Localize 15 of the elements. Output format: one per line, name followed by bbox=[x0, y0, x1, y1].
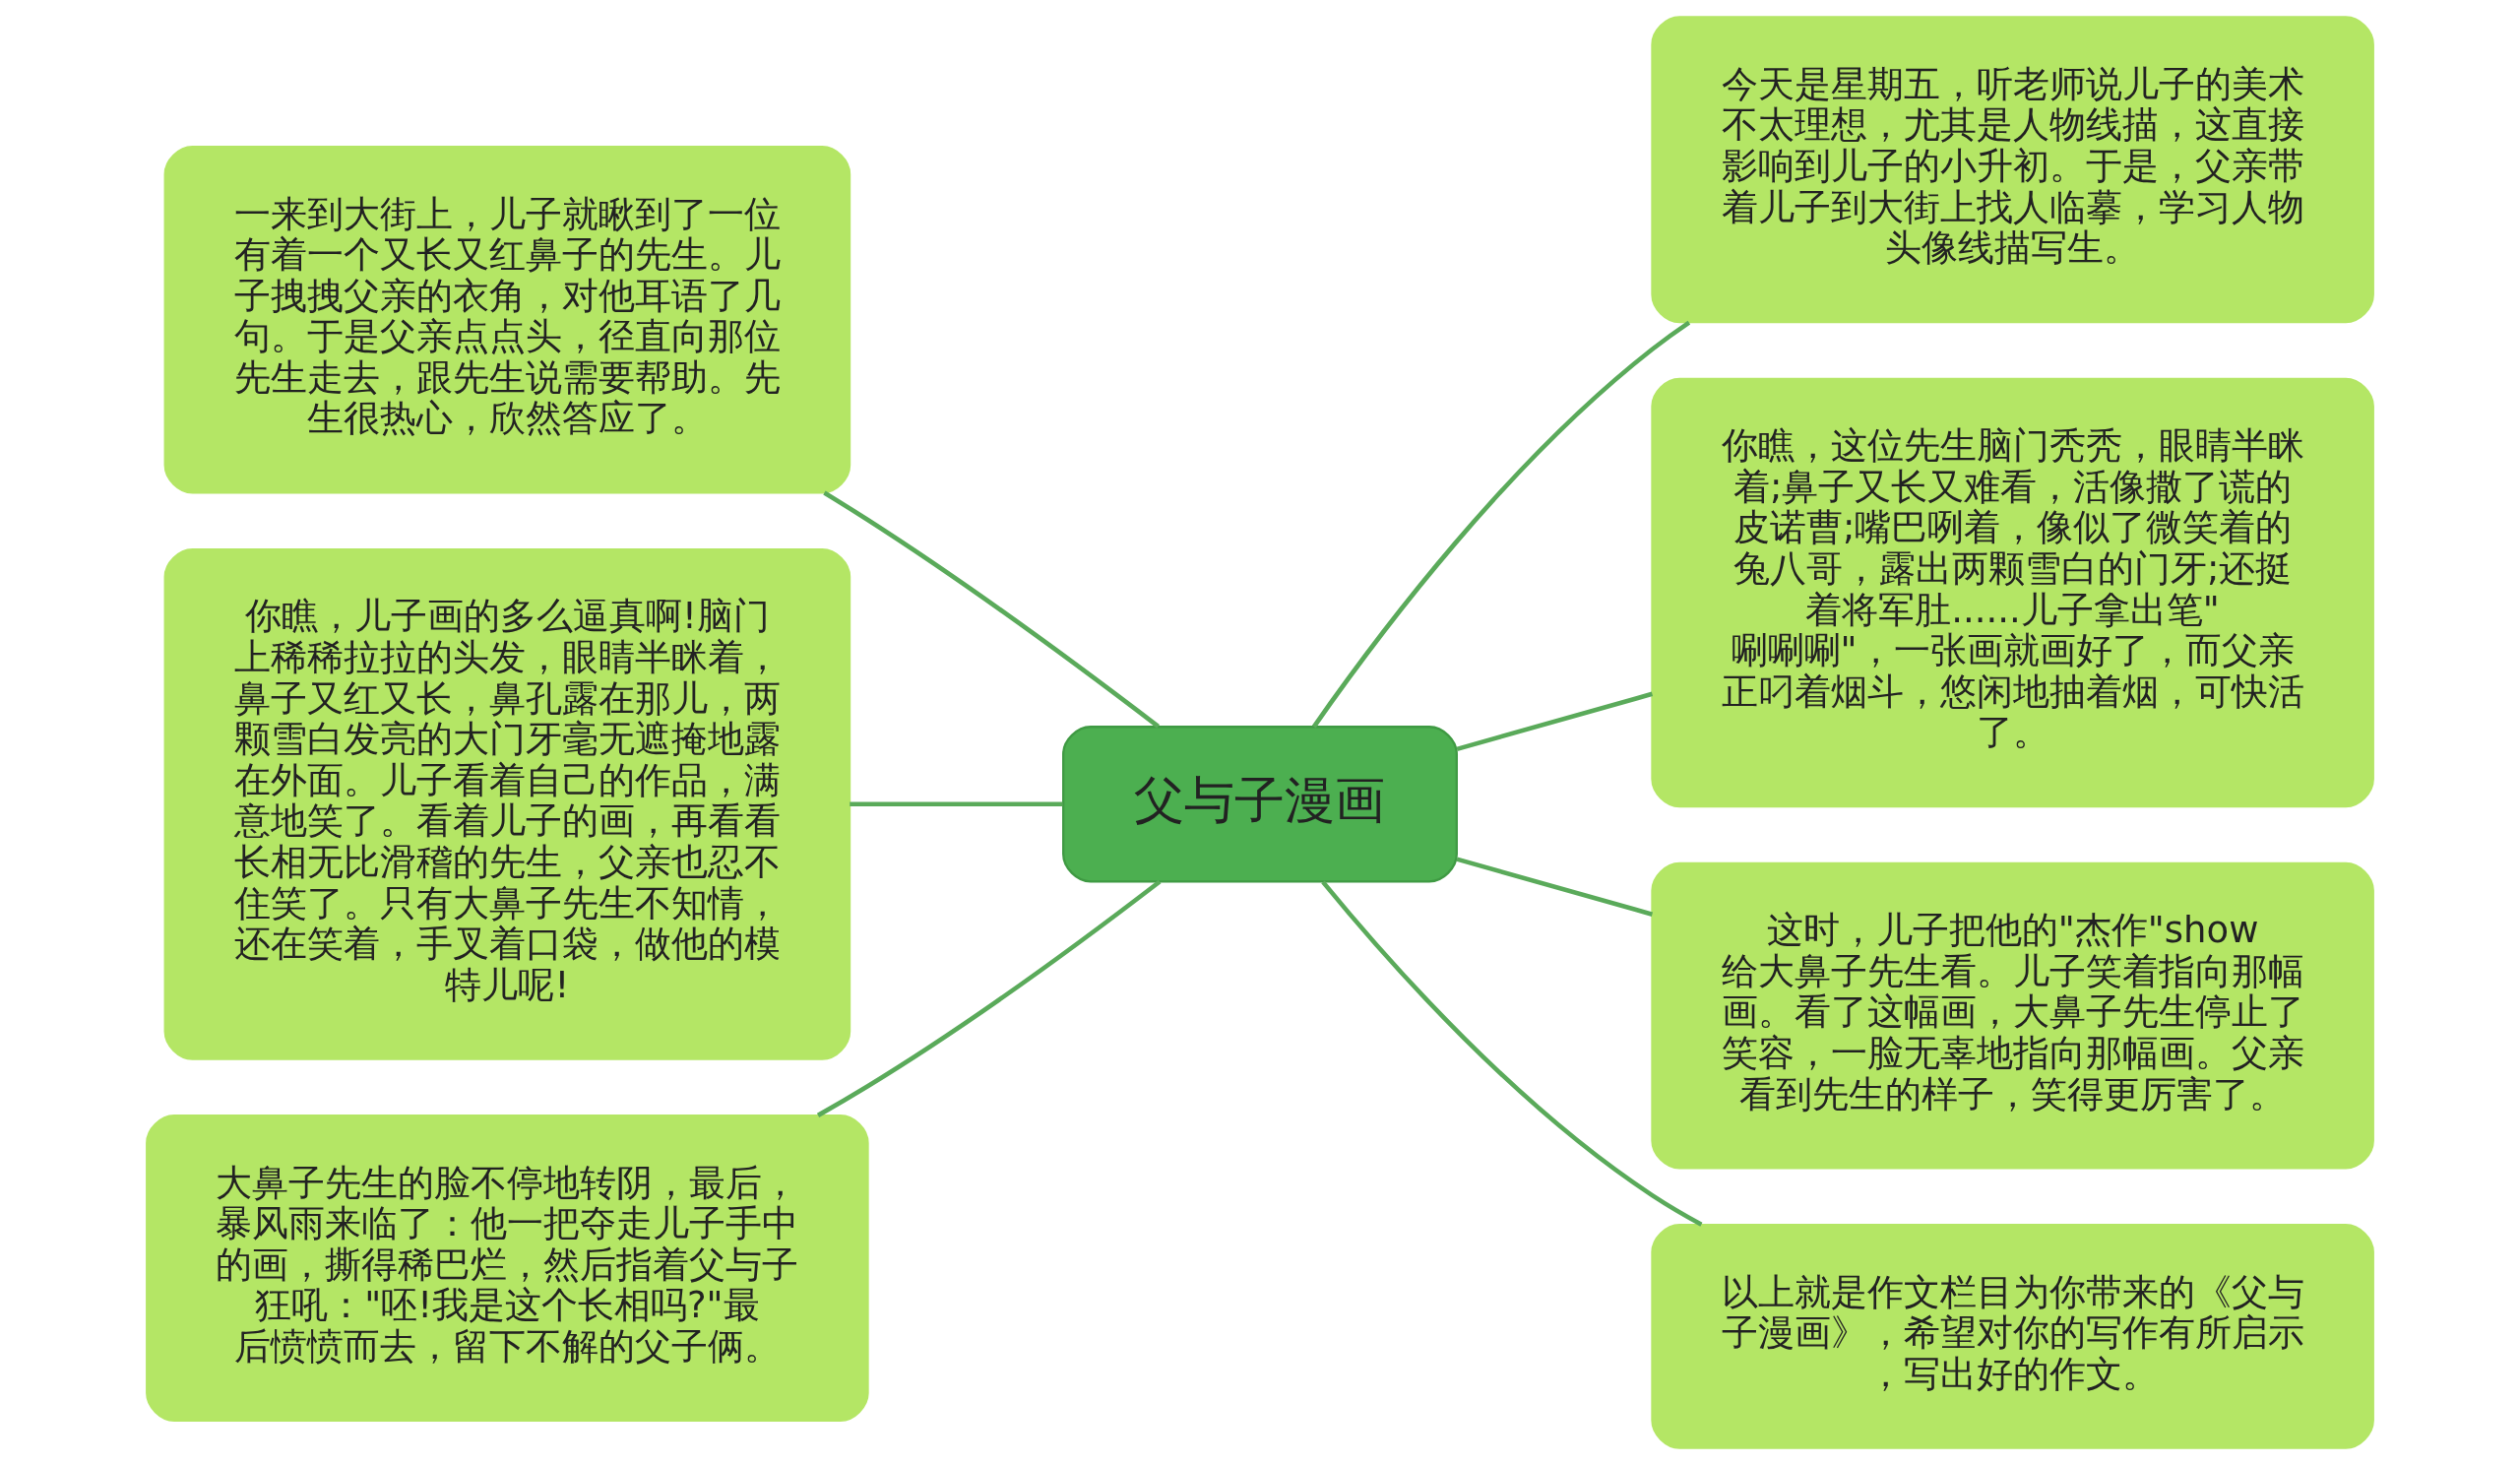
node-box: 父与子漫画 bbox=[1062, 726, 1458, 883]
connector bbox=[1321, 880, 1703, 1227]
connector bbox=[850, 801, 1063, 807]
node-box: 这时，儿子把他的"杰作"show给大鼻子先生看。儿子笑着指向那幅画。看了这幅画，大鼻子先生停止了笑容，一脸无辜地指向那幅画。父亲看到先生的样子，笑得更厉害了。 bbox=[1651, 861, 2374, 1170]
connector bbox=[1456, 857, 1654, 917]
node-box: 一来到大街上，儿子就瞅到了一位有着一个又长又红鼻子的先生。儿子拽拽父亲的衣角，对他耳语了几句。于是父亲点点头，径直向那位先生走去，跟先生说需要帮助。先生很热心，欣然答应了。 bbox=[163, 146, 851, 494]
connector bbox=[823, 490, 1161, 729]
node-box: 你瞧，儿子画的多么逼真啊!脑门上稀稀拉拉的头发，眼睛半眯着，鼻子又红又长，鼻孔露在那儿，两颗雪白发亮的大门牙毫无遮掩地露在外面。儿子看着自己的作品，满意地笑了。看着儿子的画，再看看长相无比滑稽的先生，父亲也忍不住笑了。只有大鼻子先生不知情，还在笑着，手叉着口袋，做他的模特儿呢! bbox=[163, 547, 851, 1060]
connector bbox=[1311, 320, 1691, 729]
node-box: 你瞧，这位先生脑门秃秃，眼睛半眯着;鼻子又长又难看，活像撒了谎的皮诺曹;嘴巴咧着，像似了微笑着的兔八哥，露出两颗雪白的门牙;还挺着将军肚......儿子拿出笔"唰唰唰"，一张画就画好了，而父亲正叼着烟斗，悠闲地抽着烟，可快活了。 bbox=[1651, 377, 2374, 808]
node-box: 大鼻子先生的脸不停地转阴，最后，暴风雨来临了：他一把夺走儿子手中的画，撕得稀巴烂，然后指着父与子狂吼："呸!我是这个长相吗?"最后愤愤而去，留下不解的父子俩。 bbox=[146, 1115, 869, 1422]
connector bbox=[1456, 691, 1654, 752]
node-box: 今天是星期五，听老师说儿子的美术不太理想，尤其是人物线描，这直接影响到儿子的小升初。于是，父亲带着儿子到大街上找人临摹，学习人物头像线描写生。 bbox=[1651, 16, 2374, 324]
node-box: 以上就是作文栏目为你带来的《父与子漫画》，希望对你的写作有所启示，写出好的作文。 bbox=[1651, 1223, 2374, 1449]
connector bbox=[816, 879, 1162, 1117]
